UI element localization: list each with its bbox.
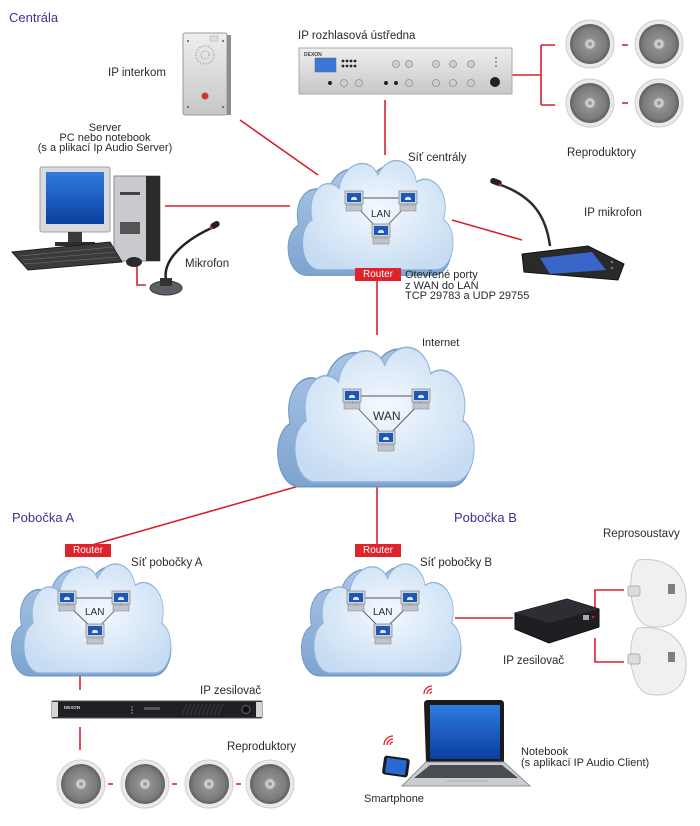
wan-label: WAN <box>373 409 401 423</box>
central-speaker-2 <box>634 19 684 69</box>
pa-center-device: DEXON <box>298 47 513 95</box>
pa-brand-text: DEXON <box>304 52 322 58</box>
branch-a-speaker-4 <box>245 759 295 809</box>
ip-mic-label: IP mikrofon <box>584 207 642 219</box>
lan-computer <box>371 223 391 245</box>
smartphone-device <box>382 755 410 778</box>
branch-b-speaker-1 <box>627 559 687 628</box>
link-ip-mic <box>451 219 523 241</box>
branch-b-speakers-label: Reprosoustavy <box>603 528 680 540</box>
microphone-device <box>149 221 220 296</box>
notebook-device <box>400 700 532 787</box>
branch-a-router-badge: Router <box>65 544 111 557</box>
smartphone-label: Smartphone <box>364 793 424 805</box>
branch-a-speakers-label: Reproduktory <box>227 741 297 753</box>
lan-computer <box>344 190 364 212</box>
lan-computer <box>57 590 77 612</box>
wan-computer <box>411 388 431 410</box>
branch-a-speaker-1 <box>56 759 106 809</box>
intercom-label: IP interkom <box>108 67 166 79</box>
wan-computer <box>342 388 362 410</box>
section-title-branch-a: Pobočka A <box>12 510 75 525</box>
branch-a-amplifier-device: DEXON <box>51 700 263 719</box>
central-speaker-3 <box>565 78 615 128</box>
notebook-label: Notebook (s aplikací IP Audio Client) <box>521 746 650 769</box>
links <box>79 44 628 785</box>
branch-b-amp-label: IP zesilovač <box>503 655 565 667</box>
branch-b-network-label: Síť pobočky B <box>420 557 493 569</box>
link-amp-speaker-2 <box>594 638 624 663</box>
central-network-label: Síť centrály <box>408 152 467 164</box>
ip-microphone-device <box>490 177 625 281</box>
link-pa-speakers <box>512 44 555 106</box>
link-amp-speaker-1 <box>594 589 624 608</box>
central-speaker-4 <box>634 78 684 128</box>
branch-a-network-label: Síť pobočky A <box>131 557 203 569</box>
branch-b-speaker-2 <box>627 627 687 696</box>
lan-computer <box>373 623 393 645</box>
server-pc-device <box>10 166 161 271</box>
open-ports-note: Otevřené porty z WAN do LAN TCP 29783 a … <box>405 269 530 302</box>
link-intercom <box>239 119 319 176</box>
central-lan-label: LAN <box>371 209 391 220</box>
central-speaker-1 <box>565 19 615 69</box>
branch-a-lan-label: LAN <box>85 607 105 618</box>
pa-center-label: IP rozhlasová ústředna <box>298 30 416 42</box>
section-title-branch-b: Pobočka B <box>454 510 517 525</box>
link-internet-branch-a <box>91 479 321 546</box>
ip-intercom-device <box>182 32 231 116</box>
amp-brand-text: DEXON <box>64 705 80 710</box>
branch-b-router-badge: Router <box>355 544 401 557</box>
mic-label: Mikrofon <box>185 258 230 270</box>
server-label: Server PC nebo notebook (s a plikací Ip … <box>37 122 173 154</box>
branch-a-lan-cloud <box>10 563 172 677</box>
lan-computer <box>346 590 366 612</box>
wan-computer <box>376 430 396 452</box>
branch-a-speaker-3 <box>184 759 234 809</box>
wifi-icon <box>383 735 394 746</box>
branch-b-amplifier-device <box>514 598 600 644</box>
lan-computer <box>111 590 131 612</box>
internet-label: Internet <box>422 337 460 349</box>
lan-computer <box>398 190 418 212</box>
central-speakers-label: Reproduktory <box>567 147 637 159</box>
lan-computer <box>85 623 105 645</box>
branch-a-amp-label: IP zesilovač <box>200 685 262 697</box>
section-title-central: Centrála <box>9 10 59 25</box>
central-router-badge: Router <box>355 268 401 281</box>
branch-b-lan-cloud <box>300 563 462 677</box>
lan-computer <box>400 590 420 612</box>
link-microphone <box>136 265 146 286</box>
branch-b-lan-label: LAN <box>373 607 393 618</box>
wifi-icon <box>423 685 433 695</box>
branch-a-speaker-2 <box>120 759 170 809</box>
